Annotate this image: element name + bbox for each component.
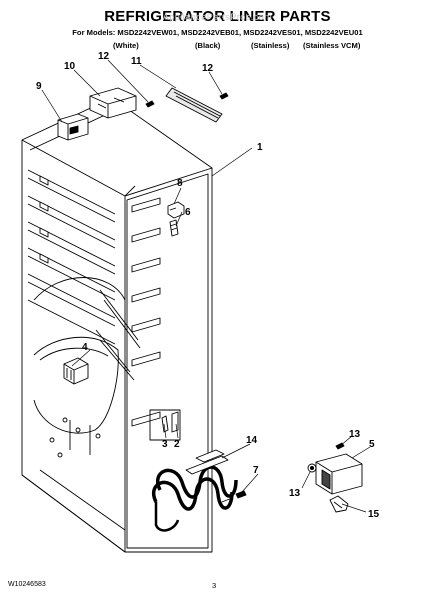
part-5-light-housing (315, 453, 363, 495)
part-7-screw (221, 490, 247, 503)
page-number: 3 (212, 581, 217, 590)
callout-4: 4 (82, 342, 88, 353)
part-14-coil (152, 449, 238, 532)
part-3-screw (161, 415, 169, 433)
variant-stainless: (Stainless) (251, 41, 290, 50)
leader-lines (41, 59, 371, 513)
screw-13-lower (307, 463, 317, 473)
part-11-lens (165, 87, 223, 123)
callout-11: 11 (131, 56, 142, 67)
screw-12-right (219, 92, 229, 100)
document-number: W10246583 (8, 581, 46, 588)
callout-3: 3 (162, 439, 168, 450)
variant-stainless-vcm: (Stainless VCM) (303, 41, 361, 50)
diagram-title: REFRIGERATOR LINER PARTS (104, 8, 331, 25)
callout-10: 10 (64, 61, 76, 72)
callout-5: 5 (369, 439, 375, 450)
models-line: For Models: MSD2242VEW01, MSD2242VEB01, … (72, 28, 363, 37)
part-15-bulb (329, 495, 349, 513)
part-2-bracket (171, 411, 179, 433)
callout-labels: 1 2 3 4 5 6 7 8 9 10 11 12 12 13 13 14 1… (36, 51, 380, 520)
variant-white: (White) (113, 41, 139, 50)
watermark: AppliancePartsPros.com (162, 12, 273, 22)
part-6-screw (169, 219, 179, 237)
callout-2: 2 (174, 439, 180, 450)
callout-9: 9 (36, 81, 42, 92)
callout-15: 15 (368, 509, 380, 520)
callout-1: 1 (257, 142, 263, 153)
part-4-bracket (63, 357, 89, 385)
callout-6: 6 (185, 207, 191, 218)
variant-black: (Black) (195, 41, 221, 50)
callout-13-upper: 13 (349, 429, 361, 440)
callout-13-lower: 13 (289, 488, 301, 499)
part-10-cover (89, 87, 137, 119)
callout-8: 8 (177, 178, 183, 189)
callout-12-right: 12 (202, 63, 214, 74)
part-8-clip (167, 201, 185, 219)
screw-12-left (145, 100, 155, 108)
callout-7: 7 (253, 465, 259, 476)
callout-14: 14 (246, 435, 258, 446)
callout-12-left: 12 (98, 51, 110, 62)
part-9-housing (57, 113, 89, 141)
